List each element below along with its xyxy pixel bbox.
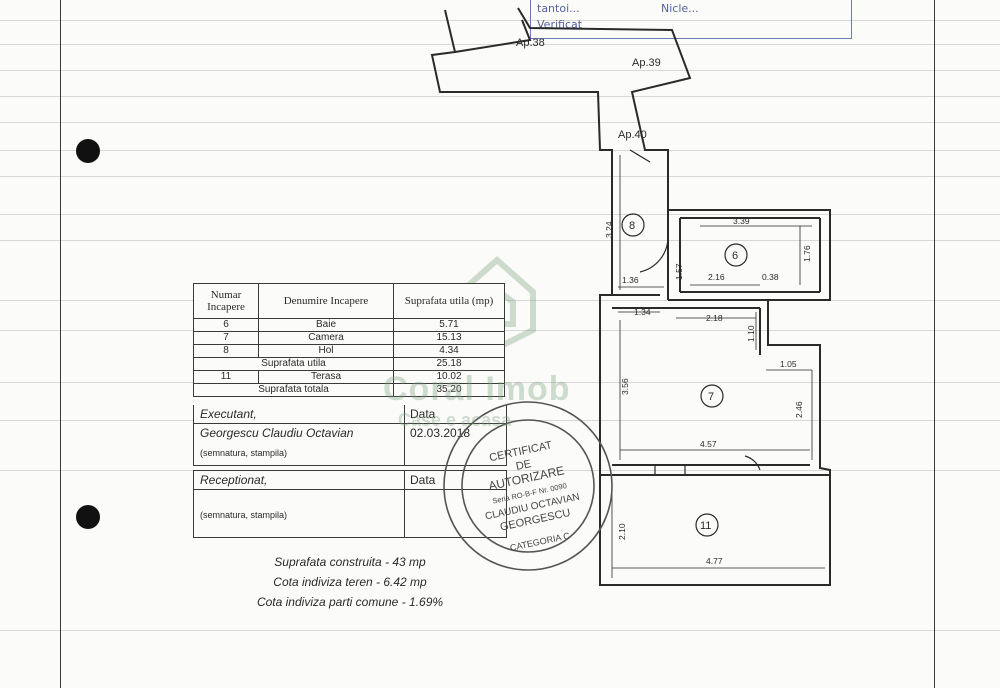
receptionat-label: Receptionat, (200, 473, 268, 487)
room-name-cell: Camera (258, 331, 394, 345)
dimension-label: 4.77 (706, 556, 723, 566)
authorization-round-stamp: CERTIFICAT DE AUTORIZARE Seria RO-B-F Nr… (443, 401, 613, 571)
dimension-label: 3.39 (733, 216, 750, 226)
room-area-cell: 4.34 (393, 344, 505, 358)
dimension-label: 2.10 (617, 523, 627, 540)
room-nr-cell: 8 (193, 344, 259, 358)
right-border-line (934, 0, 935, 688)
executant-label: Executant, (200, 407, 257, 421)
dimension-label: 2.16 (708, 272, 725, 282)
stamp-line: CATEGORIA C (509, 530, 571, 553)
table-header-row: Numar Incapere Denumire Incapere Suprafa… (193, 283, 505, 319)
punch-hole-bottom (76, 505, 100, 529)
table-row: 7 Camera 15.13 (193, 331, 505, 345)
executant-date: 02.03.2018 (410, 426, 471, 440)
room-number: 6 (732, 250, 738, 262)
executant-block: Executant, Data Georgescu Claudiu Octavi… (193, 405, 507, 466)
dimension-label: 1.36 (622, 275, 639, 285)
common-share-text: Cota indiviza parti comune - 1.69% (256, 595, 444, 609)
date-label: Data (410, 407, 436, 421)
watermark-brand: Coral Imob (383, 370, 571, 408)
executant-name: Georgescu Claudiu Octavian (200, 426, 354, 440)
punch-hole-top (76, 139, 100, 163)
room-area-cell: 15.13 (393, 331, 505, 345)
stamp-text-right: Nicle... (661, 2, 699, 15)
left-border-line (60, 0, 61, 688)
signature-note: (semnatura, stampila) (200, 510, 288, 520)
dimension-label: 4.57 (700, 439, 717, 449)
watermark-tagline: Case e acasa (398, 410, 512, 430)
room-area-cell: 5.71 (393, 318, 505, 332)
dimension-label: 1.57 (674, 263, 684, 280)
land-share-text: Cota indiviza teren - 6.42 mp (273, 575, 427, 589)
dimension-label: 1.10 (746, 325, 756, 342)
dimension-label: 2.46 (794, 401, 804, 418)
dimension-label: 1.05 (780, 359, 797, 369)
table-row: 8 Hol 4.34 (193, 344, 505, 358)
dimension-label: 3.24 (604, 221, 614, 238)
dimension-label: 3.56 (620, 378, 630, 395)
room-number: 11 (700, 520, 711, 532)
room-name-cell: Hol (258, 344, 394, 358)
dimension-label: 1.76 (802, 245, 812, 262)
column-header: Numar Incapere (193, 283, 259, 319)
util-value-cell: 25.18 (393, 357, 505, 371)
room-name-cell: Baie (258, 318, 394, 332)
room-number: 7 (708, 391, 714, 403)
table-row: 6 Baie 5.71 (193, 318, 505, 332)
signature-note: (semnatura, stampila) (200, 448, 288, 458)
rooms-table: Numar Incapere Denumire Incapere Suprafa… (193, 283, 505, 397)
dimension-label: 1.34 (634, 307, 651, 317)
room-number: 8 (629, 220, 635, 232)
date-label: Data (410, 473, 436, 487)
total-value-cell: 35.20 (393, 383, 505, 397)
dimension-label: 0.38 (762, 272, 779, 282)
room-nr-cell: 7 (193, 331, 259, 345)
column-header: Suprafata utila (mp) (393, 283, 505, 319)
room-name-cell: Terasa (258, 370, 394, 384)
util-label-cell: Suprafata utila (193, 357, 394, 371)
room-nr-cell: 6 (193, 318, 259, 332)
room-nr-cell: 11 (193, 370, 259, 384)
stamp-text-left: tantoi... (537, 2, 580, 15)
apartment-label: Ap.38 (516, 37, 545, 49)
constructed-area-text: Suprafata construita - 43 mp (274, 555, 426, 569)
stamp-line: DE (515, 458, 532, 473)
table-row-total: Suprafata totala 35.20 (193, 383, 505, 397)
table-row-util-total: Suprafata utila 25.18 (193, 357, 505, 371)
apartment-label: Ap.40 (618, 129, 647, 141)
column-header: Denumire Incapere (258, 283, 394, 319)
dimension-label: 2.18 (706, 313, 723, 323)
apartment-label: Ap.39 (632, 57, 661, 69)
total-label-cell: Suprafata totala (193, 383, 394, 397)
